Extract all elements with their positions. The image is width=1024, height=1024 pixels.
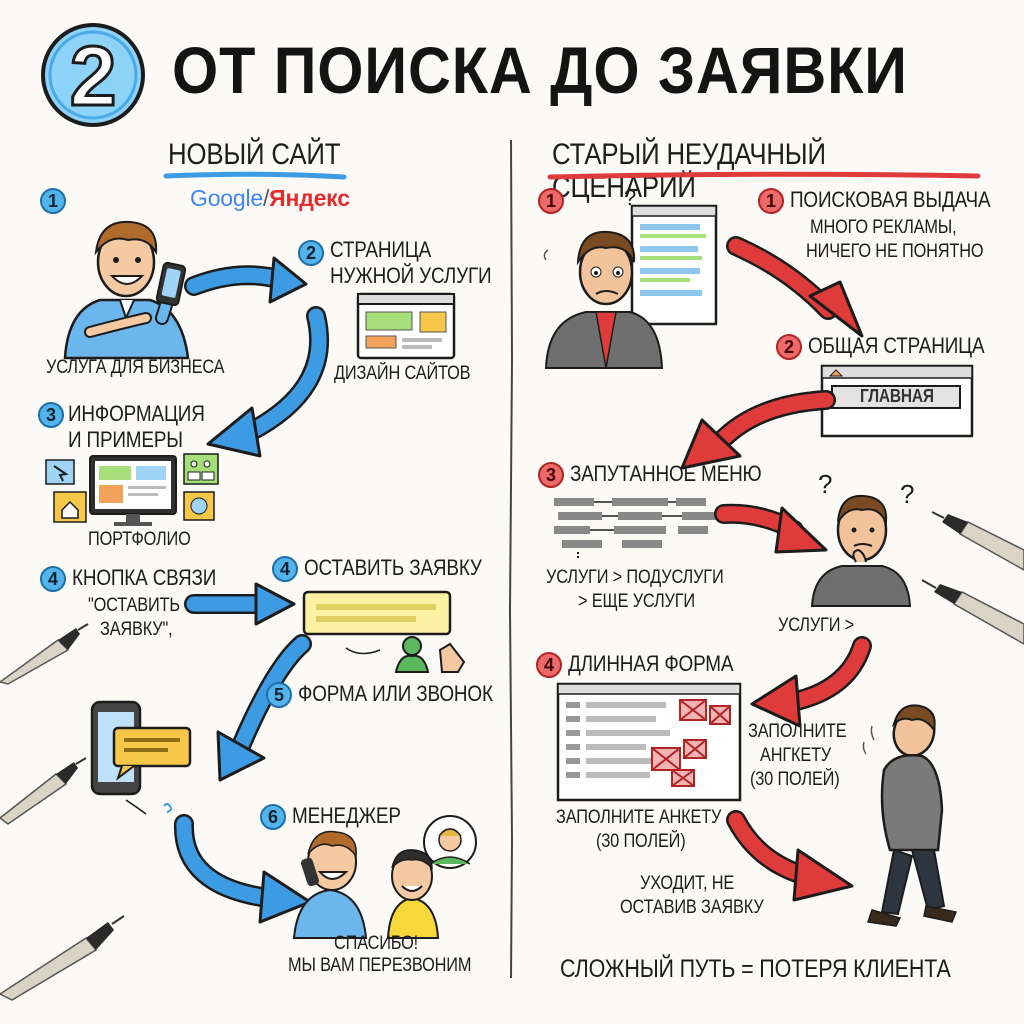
- left-step-3-caption: ПОРТФОЛИО: [88, 529, 191, 550]
- left-step-4-label: КНОПКА СВЯЗИ: [72, 565, 217, 590]
- service-page-illustration: [356, 292, 456, 360]
- right-step-3-question-1: ?: [818, 469, 833, 499]
- step-badge-number: 2: [68, 28, 118, 124]
- left-step-4b-label: ОСТАВИТЬ ЗАЯВКУ: [304, 555, 482, 580]
- left-step-2-label-line2: НУЖНОЙ УСЛУГИ: [330, 263, 492, 288]
- general-page-illustration: [820, 364, 974, 438]
- separator: /: [262, 185, 270, 211]
- google-logo: Google: [190, 185, 263, 211]
- right-step-1-badge: 1: [538, 188, 564, 214]
- blue-arrow-phone-manager: [174, 814, 312, 924]
- right-step-3-badge: 3: [538, 462, 564, 488]
- confused-man-search-illustration: [543, 204, 718, 369]
- right-step-3-caption-line1: УСЛУГИ > ПОДУСЛУГИ: [546, 567, 724, 588]
- phone-chat-illustration: [90, 700, 192, 815]
- red-arrow-2-3: [680, 390, 836, 470]
- left-step-3-label-line1: ИНФОРМАЦИЯ: [68, 401, 205, 426]
- left-step-4b-badge: 4: [272, 556, 298, 582]
- page-title: ОТ ПОИСКА ДО ЗАЯВКИ: [172, 33, 908, 107]
- left-step-6-label: МЕНЕДЖЕР: [292, 803, 401, 828]
- manager-on-phone-illustration: [292, 815, 477, 939]
- right-step-1-label: ПОИСКОВАЯ ВЫДАЧА: [790, 187, 991, 212]
- right-step-3-label: ЗАПУТАННОЕ МЕНЮ: [570, 461, 762, 486]
- leave-caption-line1: УХОДИТ, НЕ: [640, 873, 735, 894]
- right-step-4-side-line2: АНГКЕТУ: [760, 745, 832, 766]
- right-step-4-side-line1: ЗАПОЛНИТЕ: [748, 721, 847, 742]
- tangled-menu-illustration: [554, 498, 718, 558]
- step-badge-circle: [41, 23, 145, 127]
- right-step-3-question-2: ?: [900, 479, 915, 509]
- happy-man-with-phone-illustration: [63, 220, 190, 360]
- yandex-logo: Яндекс: [269, 185, 350, 211]
- right-step-3-caption-side: УСЛУГИ >: [778, 615, 855, 636]
- left-step-3-badge: 3: [38, 402, 64, 428]
- blue-arrow-2-3: [206, 306, 330, 458]
- blue-arrow-1-2: [184, 256, 308, 304]
- right-step-4-label: ДЛИННАЯ ФОРМА: [568, 651, 734, 676]
- right-step-4-caption-line1: ЗАПОЛНИТЕ АНКЕТУ: [556, 807, 722, 828]
- left-heading-underline: [163, 171, 347, 180]
- conclusion-text: СЛОЖНЫЙ ПУТЬ = ПОТЕРЯ КЛИЕНТА: [560, 955, 951, 983]
- portfolio-monitor-illustration: [45, 453, 219, 526]
- left-step-1-badge: 1: [40, 188, 66, 214]
- red-arrow-4-leave: [726, 810, 854, 902]
- right-step-4-badge: 4: [536, 652, 562, 678]
- red-arrow-1-2: [726, 236, 864, 338]
- left-step-4-caption-line1: "ОСТАВИТЬ: [88, 595, 180, 616]
- right-step-2-badge: 2: [776, 334, 802, 360]
- thinking-man-illustration: [810, 494, 912, 607]
- left-step-4-badge: 4: [40, 566, 66, 592]
- long-form-illustration: [556, 682, 742, 802]
- red-arrow-3-4: [750, 636, 872, 728]
- column-divider: [508, 139, 514, 979]
- blue-arrow-form-phone: [216, 634, 312, 782]
- pen-left-1-icon: [0, 623, 89, 685]
- right-step-1-question: ?: [624, 185, 637, 210]
- red-arrow-3-man: [714, 503, 828, 554]
- request-form-illustration: [302, 590, 466, 673]
- left-step-6-badge: 6: [260, 804, 286, 830]
- left-step-3-label-line2: И ПРИМЕРЫ: [68, 427, 183, 452]
- right-step-3-caption-line2: > ЕЩЕ УСЛУГИ: [578, 591, 696, 612]
- pen-left-3-icon: [0, 915, 125, 1001]
- left-heading: НОВЫЙ САЙТ: [168, 138, 341, 171]
- left-step-2-label-line1: СТРАНИЦА: [330, 237, 432, 262]
- leave-caption-line2: ОСТАВИВ ЗАЯВКУ: [620, 897, 764, 918]
- right-heading-underline: [547, 171, 981, 180]
- blue-arrow-4-form: [184, 582, 296, 626]
- search-engines: Google/Яндекс: [190, 185, 350, 211]
- left-step-2-badge: 2: [298, 240, 324, 266]
- pen-left-2-icon: [0, 757, 87, 825]
- left-step-6-caption-line1: СПАСИБО!: [334, 933, 419, 954]
- left-step-1-caption: УСЛУГА ДЛЯ БИЗНЕСА: [46, 357, 225, 378]
- general-page-button-label: ГЛАВНАЯ: [860, 386, 934, 406]
- right-step-2-label: ОБЩАЯ СТРАНИЦА: [808, 333, 985, 358]
- right-step-1-caption-line1: МНОГО РЕКЛАМЫ,: [810, 217, 957, 238]
- left-step-5-badge: 5: [266, 682, 292, 708]
- left-step-5-label: ФОРМА ИЛИ ЗВОНОК: [298, 681, 493, 706]
- leaving-man-illustration: [862, 704, 958, 927]
- pen-right-2-icon: [921, 579, 1024, 645]
- left-step-6-caption-line2: МЫ ВАМ ПЕРЕЗВОНИМ: [288, 955, 472, 976]
- left-step-4-caption-line2: ЗАЯВКУ",: [100, 619, 173, 640]
- pen-right-1-icon: [931, 511, 1024, 571]
- right-step-1-num: 1: [758, 188, 784, 214]
- right-step-4-caption-line2: (30 ПОЛЕЙ): [596, 831, 686, 852]
- right-step-4-side-line3: (30 ПОЛЕЙ): [750, 769, 840, 790]
- right-step-1-caption-line2: НИЧЕГО НЕ ПОНЯТНО: [806, 241, 984, 262]
- left-step-2-caption: ДИЗАЙН САЙТОВ: [334, 363, 471, 384]
